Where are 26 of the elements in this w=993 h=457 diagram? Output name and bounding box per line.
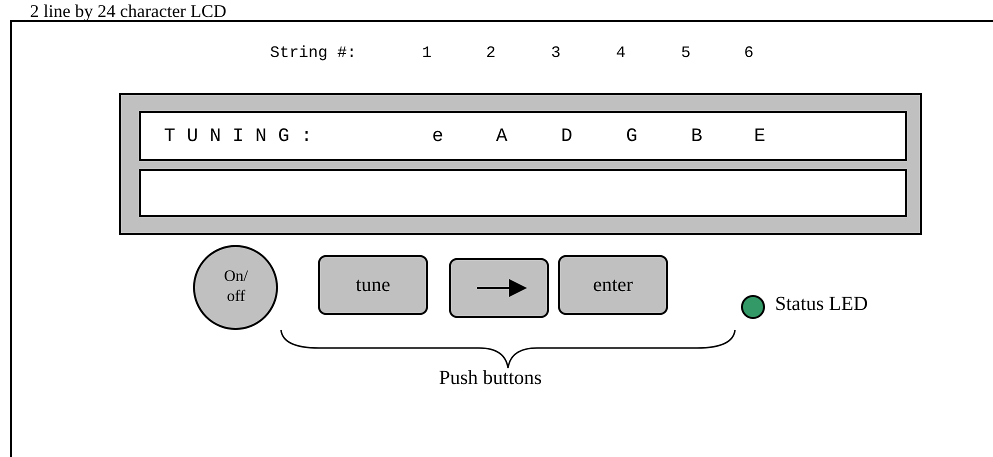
panel-heading: 2 line by 24 character LCD bbox=[30, 0, 226, 22]
button-label: enter bbox=[592, 273, 634, 297]
string-number: 4 bbox=[616, 43, 626, 63]
status-led bbox=[741, 295, 765, 319]
note-letter: e bbox=[432, 125, 444, 147]
arrow-button bbox=[449, 258, 549, 318]
string-number-heading: String #: bbox=[270, 43, 356, 63]
note-letter: D bbox=[561, 125, 572, 147]
group-caption: Push buttons bbox=[439, 368, 542, 388]
lcd-bezel bbox=[119, 93, 922, 235]
string-number: 3 bbox=[551, 43, 561, 63]
tune-button bbox=[318, 255, 428, 315]
note-letter: A bbox=[496, 125, 508, 147]
string-number: 6 bbox=[744, 43, 754, 63]
device-panel bbox=[10, 20, 993, 457]
led-caption: Status LED bbox=[775, 292, 868, 317]
string-number: 1 bbox=[422, 43, 432, 63]
button-label: tune bbox=[354, 273, 392, 297]
note-letter: B bbox=[691, 125, 702, 147]
note-letter: G bbox=[626, 125, 638, 147]
string-number: 2 bbox=[486, 43, 496, 63]
enter-button bbox=[558, 255, 668, 315]
note-letter: E bbox=[754, 125, 766, 147]
string-number: 5 bbox=[681, 43, 691, 63]
lcd-text: T U N I N G : bbox=[164, 125, 312, 147]
button-label: On/ off bbox=[223, 267, 249, 307]
